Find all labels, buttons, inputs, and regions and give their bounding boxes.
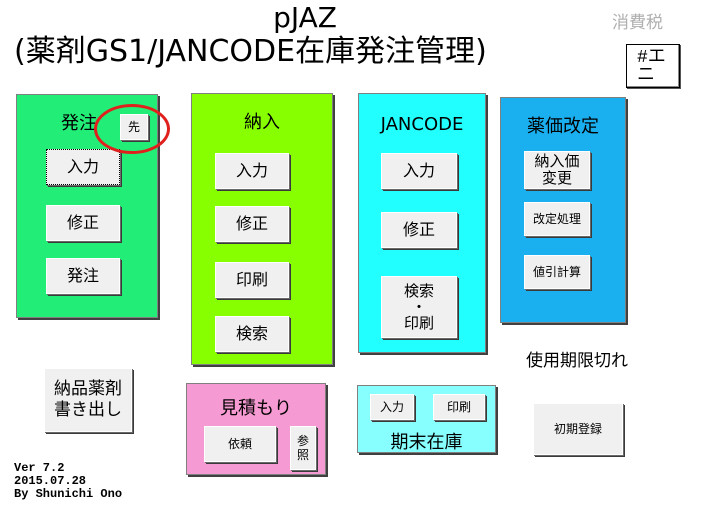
estimate-request-button[interactable]: 依頼 — [204, 426, 276, 462]
price-revise-button[interactable]: 改定処理 — [524, 202, 590, 236]
version-line3: By Shunichi Ono — [14, 487, 123, 501]
tax-button-line1: #エ — [637, 48, 666, 68]
app-title: pJAZ — [273, 1, 337, 34]
order-edit-button[interactable]: 修正 — [46, 205, 120, 241]
app-subtitle: (薬剤GS1/JANCODE在庫発注管理) — [14, 34, 487, 69]
period-end-input-button[interactable]: 入力 — [370, 394, 414, 420]
period-end-panel-title: 期末在庫 — [390, 432, 463, 453]
tax-label: 消費税 — [612, 13, 663, 33]
estimate-reference-button[interactable]: 参 照 — [290, 426, 316, 470]
tax-button-line2: ニ — [637, 66, 655, 86]
order-submit-button[interactable]: 発注 — [46, 258, 120, 294]
jancode-search-print-button[interactable]: 検索 ・ 印刷 — [381, 276, 457, 338]
order-panel-title: 発注 — [61, 113, 97, 134]
highlight-circle — [94, 104, 170, 154]
tax-button[interactable]: #エ ニ — [626, 44, 680, 88]
version-line2: 2015.07.28 — [14, 474, 87, 488]
initial-register-button[interactable]: 初期登録 — [533, 403, 623, 455]
estimate-panel-title: 見積もり — [220, 398, 292, 419]
delivery-edit-button[interactable]: 修正 — [215, 206, 289, 242]
delivery-input-button[interactable]: 入力 — [215, 153, 289, 189]
version-info: Ver 7.2 2015.07.28 By Shunichi Ono — [14, 462, 122, 501]
version-line1: Ver 7.2 — [14, 461, 65, 475]
price-change-button[interactable]: 納入価 変更 — [524, 151, 590, 189]
price-discount-button[interactable]: 値引計算 — [524, 255, 590, 289]
delivery-search-button[interactable]: 検索 — [215, 316, 289, 352]
expiry-label[interactable]: 使用期限切れ — [520, 344, 672, 378]
jancode-edit-button[interactable]: 修正 — [381, 212, 457, 248]
order-input-button[interactable]: 入力 — [46, 149, 120, 185]
jancode-panel-title: JANCODE — [380, 114, 464, 135]
price-revision-panel-title: 薬価改定 — [527, 116, 599, 137]
period-end-print-button[interactable]: 印刷 — [433, 394, 485, 420]
export-delivered-drugs-button[interactable]: 納品薬剤 書き出し — [44, 368, 132, 432]
jancode-input-button[interactable]: 入力 — [381, 153, 457, 189]
delivery-print-button[interactable]: 印刷 — [215, 262, 289, 298]
delivery-panel-title: 納入 — [244, 112, 280, 133]
